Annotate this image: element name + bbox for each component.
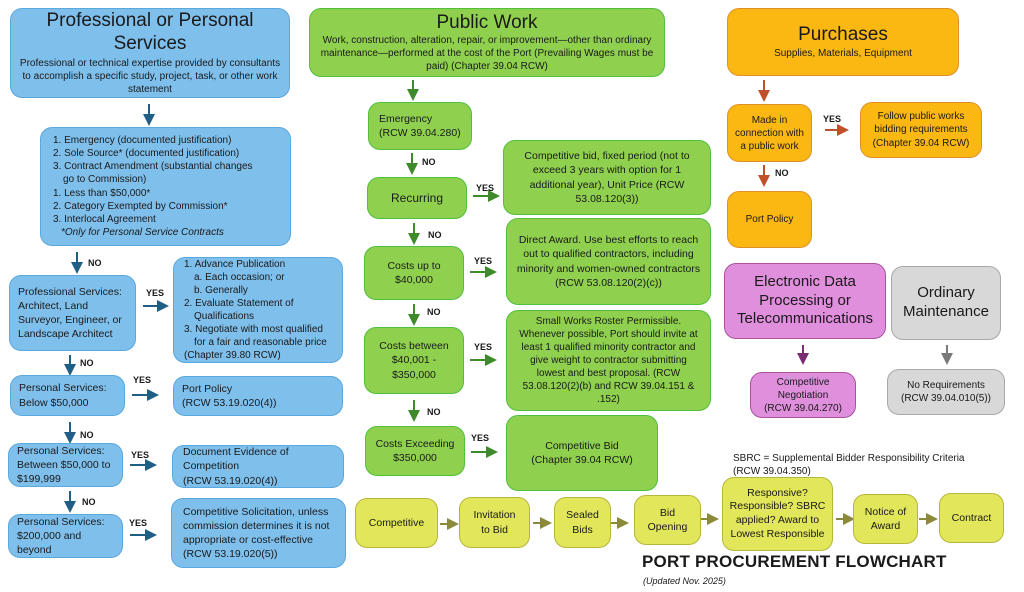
result-line: (RCW 39.04.010(5)) xyxy=(900,393,992,404)
sbrc-rcw: (RCW 39.04.350) xyxy=(733,466,811,477)
edp-header: Electronic Data Processing or Telecommun… xyxy=(724,263,886,339)
no-label: NO xyxy=(82,497,96,507)
exemption-item: 3. Contract Amendment (substantial chang… xyxy=(53,161,253,173)
exemption-item: 1. Less than $50,000* xyxy=(53,187,151,199)
yes-label: YES xyxy=(823,114,842,124)
public-work-title: Public Work xyxy=(436,11,538,33)
personal-50k-to-199k: Personal Services: Between $50,000 to $1… xyxy=(8,443,123,487)
result-line: Port Policy xyxy=(182,382,233,395)
competitive-bid-result: Competitive Bid (Chapter 39.04 RCW) xyxy=(506,415,658,491)
exemption-item: 1. Emergency (documented justification) xyxy=(53,134,232,146)
costs-40k-to-350k-result: Small Works Roster Permissible. Whenever… xyxy=(506,310,711,411)
result-line: Competitive Bid xyxy=(545,439,619,452)
process-step-contract: Contract xyxy=(939,493,1004,543)
result-line: (RCW 39.04.270) xyxy=(764,402,842,414)
result-line: Competitive Negotiation xyxy=(776,376,830,401)
result-line: (RCW 53.19.020(5)) xyxy=(183,548,278,561)
purchases-title: Purchases xyxy=(798,24,888,46)
public-work-connection-question: Made in connection with a public work xyxy=(727,104,812,162)
updated-date: (Updated Nov. 2025) xyxy=(643,576,726,586)
no-label: NO xyxy=(427,407,441,417)
ordinary-maintenance-result: No Requirements (RCW 39.04.010(5)) xyxy=(887,369,1005,415)
result-line: for a fair and reasonable price xyxy=(194,337,327,348)
yes-label: YES xyxy=(133,375,152,385)
exemption-item: 3. Interlocal Agreement xyxy=(53,213,156,225)
yes-label: YES xyxy=(131,450,150,460)
result-line: (Chapter 39.80 RCW) xyxy=(184,350,281,361)
public-work-header: Public Work Work, construction, alterati… xyxy=(309,8,665,77)
yes-label: YES xyxy=(474,342,493,352)
yes-label: YES xyxy=(146,288,165,298)
no-label: NO xyxy=(775,168,789,178)
edp-result: Competitive Negotiation (RCW 39.04.270) xyxy=(750,372,856,418)
no-label: NO xyxy=(80,358,94,368)
public-work-description: Work, construction, alteration, repair, … xyxy=(320,35,654,73)
personal-below-50k: Personal Services: Below $50,000 xyxy=(10,375,125,416)
process-step-notice-of-award: Notice of Award xyxy=(853,494,918,544)
costs-up-to-40k: Costs up to $40,000 xyxy=(364,246,464,300)
yes-label: YES xyxy=(129,518,148,528)
result-line: 2. Evaluate Statement of xyxy=(184,298,294,309)
result-line: 3. Negotiate with most qualified xyxy=(184,324,323,335)
exemption-item: 2. Sole Source* (documented justificatio… xyxy=(53,147,240,159)
exemption-item: 2. Category Exempted by Commission* xyxy=(53,200,228,212)
result-line: Competitive Solicitation, unless commiss… xyxy=(183,505,330,546)
costs-exceeding-350k: Costs Exceeding $350,000 xyxy=(365,426,465,476)
process-step-sealed-bids: Sealed Bids xyxy=(554,497,611,548)
result-line: Document Evidence of Competition xyxy=(183,446,289,473)
professional-services-description: Professional or technical expertise prov… xyxy=(19,58,281,96)
result-line: b. Generally xyxy=(194,285,248,296)
exemptions-note: *Only for Personal Service Contracts xyxy=(61,227,224,239)
page-title: PORT PROCUREMENT FLOWCHART xyxy=(642,552,947,571)
purchases-description: Supplies, Materials, Equipment xyxy=(774,47,912,59)
process-step-invitation-to-bid: Invitation to Bid xyxy=(459,497,530,548)
emergency-rcw: (RCW 39.04.280) xyxy=(379,127,461,139)
costs-up-to-40k-result: Direct Award. Use best efforts to reach … xyxy=(506,218,711,305)
ordinary-maintenance-header: Ordinary Maintenance xyxy=(891,266,1001,340)
result-line: (RCW 53.19.020(4)) xyxy=(183,474,278,487)
personal-50k-to-199k-result: Document Evidence of Competition (RCW 53… xyxy=(172,445,344,488)
professional-services-title: Professional or Personal Services xyxy=(46,9,254,54)
result-line: (Chapter 39.04 RCW) xyxy=(531,454,633,466)
emergency-label: Emergency xyxy=(379,112,433,125)
purchases-yes-result: Follow public works bidding requirements… xyxy=(860,102,982,158)
sbrc-definition: SBRC = Supplemental Bidder Responsibilit… xyxy=(733,453,965,464)
personal-200k-plus-result: Competitive Solicitation, unless commiss… xyxy=(171,498,346,568)
result-line: No Requirements xyxy=(907,380,985,391)
sbrc-note: SBRC = Supplemental Bidder Responsibilit… xyxy=(733,452,965,478)
result-line: 1. Advance Publication xyxy=(184,259,286,270)
result-line: Qualifications xyxy=(194,311,255,322)
recurring-result: Competitive bid, fixed period (not to ex… xyxy=(503,140,711,215)
process-step-award-evaluation: Responsive? Responsible? SBRC applied? A… xyxy=(722,477,833,551)
no-label: NO xyxy=(427,307,441,317)
no-label: NO xyxy=(88,258,102,268)
result-line: (RCW 53.19.020(4)) xyxy=(182,397,277,409)
emergency-box: Emergency (RCW 39.04.280) xyxy=(368,102,472,150)
yes-label: YES xyxy=(474,256,493,266)
no-label: NO xyxy=(80,430,94,440)
process-step-competitive: Competitive xyxy=(355,498,438,548)
no-label: NO xyxy=(428,230,442,240)
result-line: a. Each occasion; or xyxy=(194,272,285,283)
yes-label: YES xyxy=(471,433,490,443)
professional-services-question: Professional Services: Architect, Land S… xyxy=(9,275,136,351)
process-step-bid-opening: Bid Opening xyxy=(634,495,701,545)
purchases-header: Purchases Supplies, Materials, Equipment xyxy=(727,8,959,76)
professional-services-result: 1. Advance Publication a. Each occasion;… xyxy=(173,257,343,363)
professional-services-header: Professional or Personal Services Profes… xyxy=(10,8,290,98)
no-label: NO xyxy=(422,157,436,167)
exemptions-box: 1. Emergency (documented justification) … xyxy=(40,127,291,246)
yes-label: YES xyxy=(476,183,495,193)
purchases-no-result: Port Policy xyxy=(727,191,812,248)
costs-40k-to-350k: Costs between $40,001 - $350,000 xyxy=(364,327,464,394)
personal-below-50k-result: Port Policy (RCW 53.19.020(4)) xyxy=(173,376,343,416)
recurring-box: Recurring xyxy=(367,177,467,219)
exemption-item: go to Commission) xyxy=(63,174,147,186)
personal-200k-plus: Personal Services: $200,000 and beyond xyxy=(8,514,123,558)
